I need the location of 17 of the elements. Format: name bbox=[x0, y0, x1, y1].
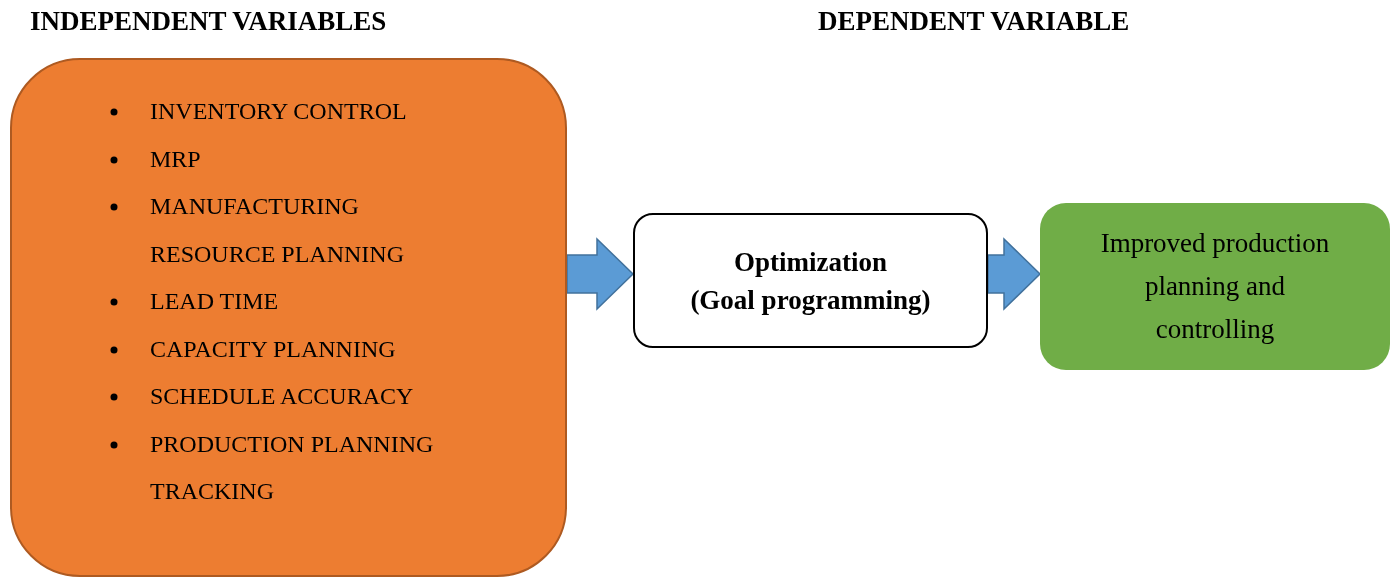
list-item: MANUFACTURING RESOURCE PLANNING bbox=[150, 193, 404, 267]
block-arrow bbox=[987, 237, 1042, 311]
list-item: CAPACITY PLANNING bbox=[150, 335, 396, 362]
process-box bbox=[633, 213, 988, 348]
outcome-box bbox=[1040, 203, 1390, 370]
list-item: LEAD TIME bbox=[150, 288, 279, 314]
list-item: INVENTORY CONTROL bbox=[150, 98, 407, 124]
list-item: SCHEDULE ACCURACY bbox=[150, 383, 414, 409]
variables-box bbox=[10, 58, 567, 577]
list-item: PRODUCTION PLANNING TRACKING bbox=[150, 430, 434, 504]
column-heading: DEPENDENT VARIABLE bbox=[818, 6, 1130, 37]
block-arrow bbox=[566, 237, 635, 311]
column-heading: INDEPENDENT VARIABLES bbox=[30, 6, 387, 37]
box-text: (Goal programming) bbox=[690, 283, 931, 317]
list-item: MRP bbox=[150, 145, 201, 172]
box-text: Improved production planning and controlling bbox=[1099, 227, 1331, 346]
box-text: Optimization bbox=[734, 245, 887, 279]
